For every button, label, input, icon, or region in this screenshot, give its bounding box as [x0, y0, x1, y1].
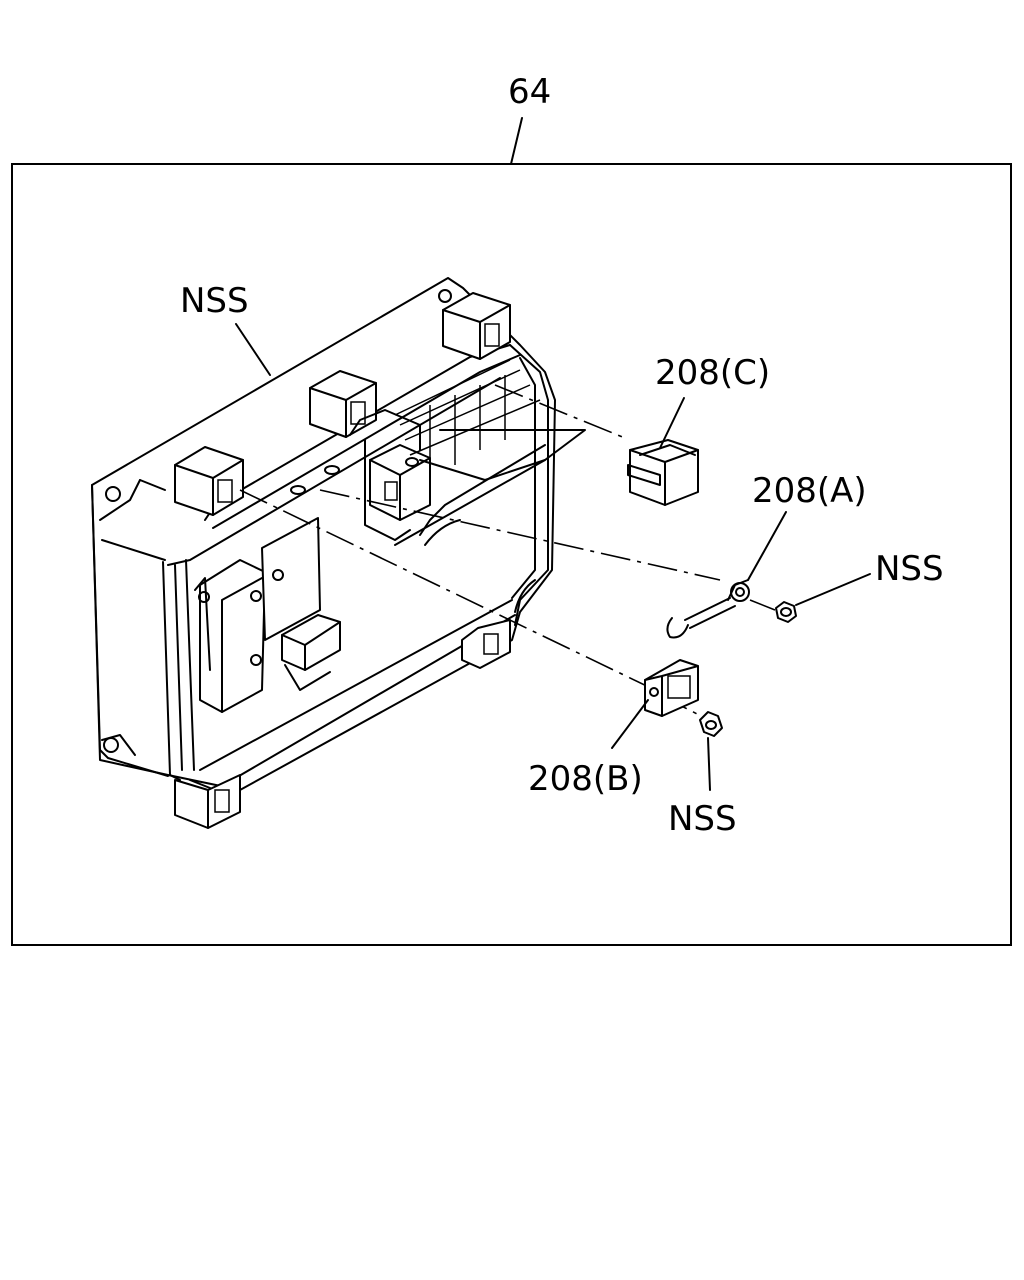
- leader-nss-top: [235, 323, 271, 376]
- nut-right: [775, 601, 797, 623]
- callout-assembly-number: 64: [508, 72, 551, 112]
- connector-blocks-bottom: [174, 619, 511, 829]
- nut-bottom: [699, 711, 723, 737]
- connector-blocks-top: [174, 292, 511, 516]
- callout-nss-right: NSS: [875, 549, 944, 589]
- part-208b-bracket: [644, 659, 699, 717]
- callout-nss-bottom: NSS: [668, 799, 737, 839]
- callout-208c: 208(C): [655, 353, 770, 393]
- leader-208a: [747, 511, 787, 581]
- part-208a-terminal: [666, 579, 750, 639]
- leader-208b: [611, 699, 649, 749]
- leader-nss-bottom: [707, 737, 711, 791]
- callout-208b: 208(B): [528, 759, 643, 799]
- internal-components: [194, 359, 586, 713]
- leader-assembly: [510, 117, 523, 165]
- leader-nss-right: [795, 573, 871, 606]
- callout-nss-top: NSS: [180, 281, 249, 321]
- callout-208a: 208(A): [752, 471, 867, 511]
- part-208c-cover: [627, 439, 699, 506]
- leader-208c: [659, 397, 685, 449]
